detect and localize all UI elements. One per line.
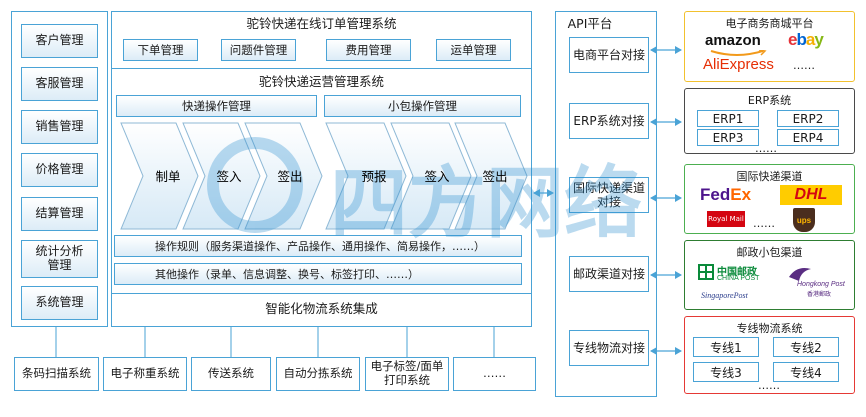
parcel-step-1: 预报 (361, 169, 387, 184)
sidebar-item-price[interactable]: 价格管理 (21, 153, 98, 187)
erp2-cell[interactable]: ERP2 (777, 110, 839, 127)
chevron-step-6 (454, 122, 528, 230)
ecommerce-more: …… (793, 59, 815, 72)
dedicated-line-4[interactable]: 专线4 (773, 362, 839, 382)
express-chevrons (120, 122, 323, 230)
order-system-title: 驼铃快递在线订单管理系统 (246, 15, 397, 31)
chevron-step-1 (120, 122, 199, 230)
api-erp[interactable]: ERP系统对接 (569, 103, 649, 139)
china-post-en: CHINA POST (717, 275, 760, 282)
sidebar-item-sales[interactable]: 销售管理 (21, 110, 98, 144)
dedicated-title: 专线物流系统 (736, 322, 803, 335)
bottom-connectors (55, 327, 495, 357)
sidebar-item-system[interactable]: 系统管理 (21, 286, 98, 320)
sidebar-item-service[interactable]: 客服管理 (21, 67, 98, 101)
erp4-cell[interactable]: ERP4 (777, 129, 839, 146)
singapore-post-text: SingaporePost (701, 291, 748, 300)
tab-waybill[interactable]: 运单管理 (436, 39, 511, 61)
tab-order[interactable]: 下单管理 (123, 39, 198, 61)
dedicated-more: …… (758, 379, 780, 392)
api-title: API平台 (567, 15, 613, 31)
dedicated-line-3[interactable]: 专线3 (693, 362, 759, 382)
watermark: 四方网络 (207, 137, 642, 249)
tab-problem[interactable]: 问题件管理 (221, 39, 296, 61)
divider (111, 68, 532, 69)
ecommerce-panel: 电子商务商城平台 amazon ebay AliExpress …… (684, 11, 855, 82)
erp-more: …… (755, 142, 777, 155)
postal-title: 邮政小包渠道 (736, 246, 803, 259)
weighing-system[interactable]: 电子称重系统 (103, 357, 187, 391)
api-ecommerce[interactable]: 电商平台对接 (569, 37, 649, 73)
label-print-system[interactable]: 电子标签/面单打印系统 (365, 357, 449, 391)
express-step-3: 签出 (277, 169, 302, 184)
watermark-text: 四方网络 (330, 159, 642, 249)
sorting-system[interactable]: 自动分拣系统 (276, 357, 360, 391)
integration-title: 智能化物流系统集成 (265, 300, 378, 316)
parcel-ops-header[interactable]: 小包操作管理 (324, 95, 521, 117)
erp3-cell[interactable]: ERP3 (697, 129, 759, 146)
dhl-logo: DHL (780, 185, 842, 205)
amazon-smile-icon (710, 50, 767, 56)
royal-mail-logo: Royal Mail (707, 211, 745, 227)
dedicated-line-1[interactable]: 专线1 (693, 337, 759, 357)
amazon-logo: amazon (705, 32, 761, 49)
hongkong-post-icon (789, 268, 811, 281)
postal-panel: 邮政小包渠道 中国邮政 CHINA POST Hongkong Post 香港郵… (684, 240, 855, 310)
intl-express-more: …… (753, 217, 775, 230)
sidebar-item-analytics[interactable]: 统计分析管理 (21, 240, 98, 278)
china-post-cn: 中国邮政 (717, 267, 757, 278)
hongkong-post-cn: 香港郵政 (807, 292, 832, 298)
dedicated-line-2[interactable]: 专线2 (773, 337, 839, 357)
api-dedicated[interactable]: 专线物流对接 (569, 330, 649, 366)
chevron-step-2 (182, 122, 261, 230)
parcel-chevrons (325, 122, 528, 230)
conveyor-system[interactable]: 传送系统 (191, 357, 271, 391)
erp-title: ERP系统 (747, 94, 792, 107)
divider (111, 293, 532, 294)
sidebar-item-customer[interactable]: 客户管理 (21, 24, 98, 58)
hongkong-post-text: Hongkong Post (797, 281, 845, 288)
ecommerce-title: 电子商务商城平台 (725, 17, 814, 30)
parcel-step-3: 签出 (482, 169, 507, 184)
parcel-step-2: 签入 (424, 169, 450, 184)
intl-express-title: 国际快递渠道 (736, 170, 803, 183)
chevron-step-5 (390, 122, 472, 230)
ops-rules-bar[interactable]: 操作规则（服务渠道操作、产品操作、通用操作、简易操作，……） (114, 235, 522, 257)
ebay-logo: ebay (788, 30, 824, 49)
ops-system-title: 驼铃快递运营管理系统 (258, 73, 384, 89)
intl-express-panel: 国际快递渠道 FedEx DHL Royal Mail …… ups (684, 164, 855, 234)
express-ops-header[interactable]: 快递操作管理 (116, 95, 317, 117)
bottom-more: …… (453, 357, 536, 391)
chevron-step-3 (244, 122, 323, 230)
tab-fee[interactable]: 费用管理 (326, 39, 411, 61)
ups-logo: ups (793, 208, 815, 232)
china-post-icon (698, 264, 714, 280)
api-intl-express[interactable]: 国际快递渠道对接 (569, 177, 649, 213)
fedex-logo: FedEx (700, 185, 752, 204)
erp1-cell[interactable]: ERP1 (697, 110, 759, 127)
sidebar-item-settlement[interactable]: 结算管理 (21, 197, 98, 231)
erp-panel: ERP系统 ERP1 ERP2 ERP3 ERP4 …… (684, 88, 855, 155)
api-postal[interactable]: 邮政渠道对接 (569, 256, 649, 292)
other-ops-bar[interactable]: 其他操作（录单、信息调整、换号、标签打印、……） (114, 263, 522, 285)
api-panel-arrows (650, 46, 682, 355)
watermark-logo-icon (207, 137, 303, 233)
express-step-2: 签入 (216, 169, 242, 184)
aliexpress-logo: AliExpress (703, 56, 774, 73)
dedicated-panel: 专线物流系统 专线1 专线2 专线3 专线4 …… (684, 316, 855, 394)
express-step-1: 制单 (155, 169, 180, 184)
barcode-scan-system[interactable]: 条码扫描系统 (14, 357, 99, 391)
chevron-step-4 (325, 122, 407, 230)
